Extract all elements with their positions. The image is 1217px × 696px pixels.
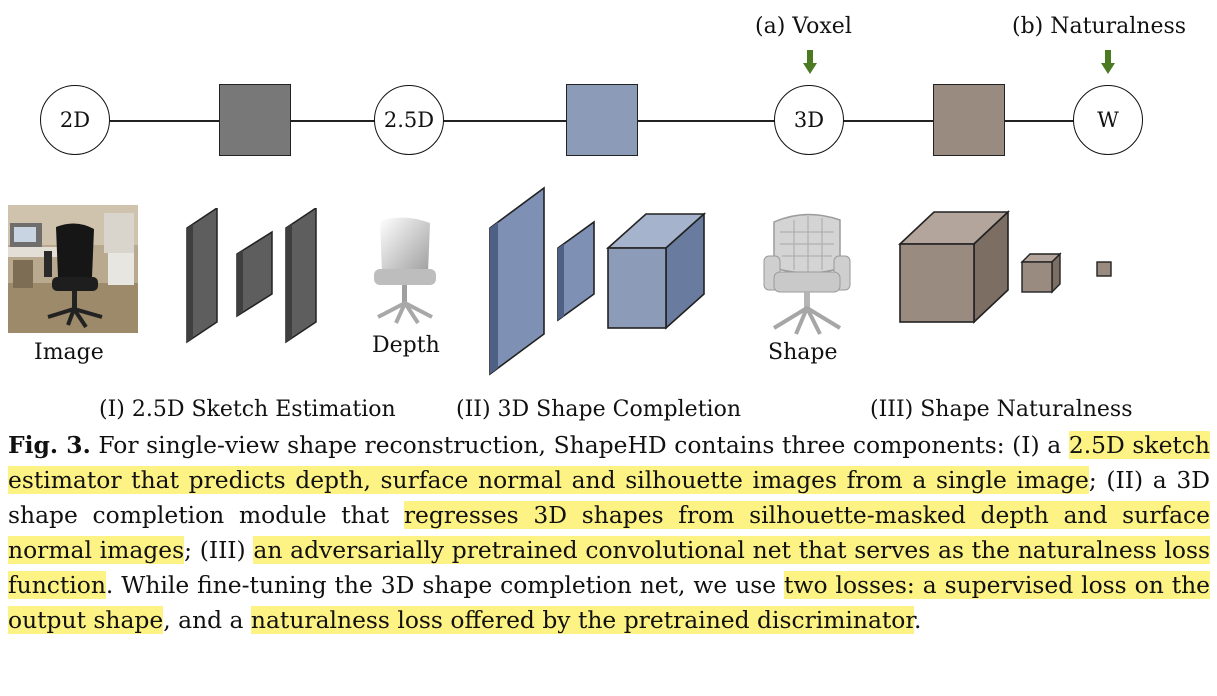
figure: (a) Voxel (b) Naturalness 2D 2.5D 3D W I… xyxy=(8,14,1187,422)
node-w: W xyxy=(1073,85,1143,155)
depth-label: Depth xyxy=(372,333,440,358)
shape-completion-layers xyxy=(489,186,707,376)
node-2-5d: 2.5D xyxy=(374,85,444,155)
input-chair-photo xyxy=(8,205,138,333)
caption-seg-4: ; (III) xyxy=(184,536,254,564)
caption-highlight: naturalness loss offered by the pretrain… xyxy=(250,606,915,634)
box-naturalness xyxy=(933,84,1005,156)
caption-seg-10: . xyxy=(914,606,922,634)
figure-caption: Fig. 3. For single-view shape reconstruc… xyxy=(8,428,1210,638)
shape-chair-image xyxy=(763,213,851,335)
voxel-label: (a) Voxel xyxy=(755,14,852,39)
caption-seg-8: , and a xyxy=(163,606,251,634)
depth-chair-image xyxy=(374,217,436,325)
component-label-three: (III) Shape Naturalness xyxy=(870,397,1133,422)
image-label: Image xyxy=(34,340,104,365)
box-shape-completion xyxy=(566,84,638,156)
figure-number: Fig. 3. xyxy=(8,431,91,459)
caption-seg-6: . While fine-tuning the 3D shape complet… xyxy=(105,571,785,599)
node-3d: 3D xyxy=(774,85,844,155)
caption-seg-2: ; (II) a 3D shape completion module that xyxy=(8,466,1210,529)
box-sketch-estimator xyxy=(219,84,291,156)
shape-label: Shape xyxy=(768,340,838,365)
component-label-two: (II) 3D Shape Completion xyxy=(456,397,741,422)
node-2d: 2D xyxy=(40,85,110,155)
caption-seg-0: For single-view shape reconstruction, Sh… xyxy=(90,431,1069,459)
component-label-one: (I) 2.5D Sketch Estimation xyxy=(99,397,396,422)
sketch-estimator-layers xyxy=(186,208,317,344)
naturalness-label: (b) Naturalness xyxy=(1012,14,1187,39)
voxel-arrow-icon xyxy=(803,50,817,74)
naturalness-arrow-icon xyxy=(1101,50,1115,74)
naturalness-layers xyxy=(898,210,1112,324)
